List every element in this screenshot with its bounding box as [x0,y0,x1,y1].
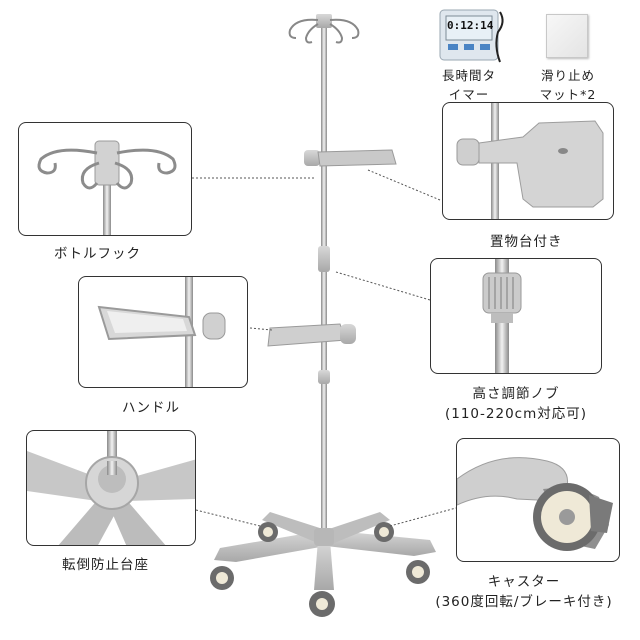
caster-image [457,457,613,551]
handle-label: ハンドル [122,400,180,416]
caster-label-line1: キャスター [487,574,561,590]
height-knob-detail [430,258,602,374]
bottle-hook-image [37,140,177,235]
height-knob-image [482,259,522,373]
timer-label: 長時間タ イマー [438,66,500,104]
anti-slip-mat-image [546,14,588,58]
tray-label: 置物台付き [490,234,563,250]
timer-icon [439,9,504,63]
tray-detail [442,102,614,220]
caster-detail [456,438,620,562]
handle-image [97,277,226,387]
height-knob-label-line2: (110-220cm対応可) [444,406,587,422]
caster-label-line2: (360度回転/ブレーキ付き) [435,594,613,610]
mat-label-line1: 滑り止め [540,68,595,83]
anti-slip-mat-label: 滑り止め マット*2 [530,66,606,104]
anti-tip-base-detail [26,430,196,546]
timer-label-line1: 長時間タ [441,68,496,83]
tray-image [456,103,604,219]
anti-tip-base-image [27,431,195,545]
handle-detail [78,276,248,388]
height-knob-label: 高さ調節ノブ (110-220cm対応可) [424,384,608,424]
anti-tip-base-label: 転倒防止台座 [62,557,149,573]
height-knob-label-line1: 高さ調節ノブ [472,386,560,402]
mat-label-line2: マット*2 [539,87,597,102]
bottle-hook-label: ボトルフック [54,246,141,262]
timer-label-line2: イマー [448,87,490,102]
timer-accessory: 0:12:14 [438,8,508,64]
timer-display: 0:12:14 [447,19,494,32]
caster-label: キャスター (360度回転/ブレーキ付き) [414,572,634,612]
bottle-hook-detail [18,122,192,236]
